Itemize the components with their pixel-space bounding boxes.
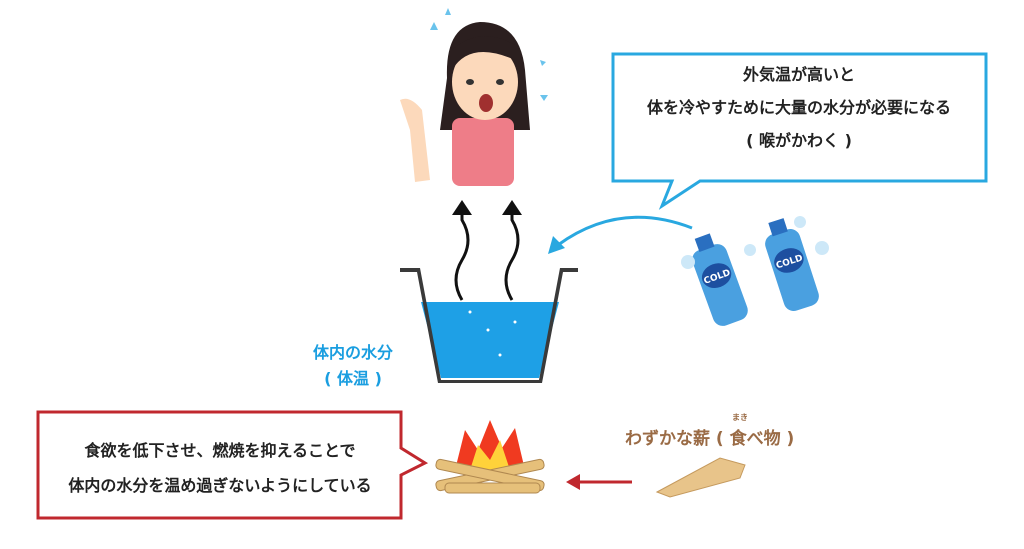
speech-top-line: ( 喉がかわく ) <box>746 131 852 150</box>
speech-bubble-top <box>611 52 988 210</box>
speech-top-text: 外気温が高いと 体を冷やすために大量の水分が必要になる ( 喉がかわく ) <box>612 58 986 157</box>
pot-illustration <box>400 268 578 383</box>
cold-bottles-illustration: COLD COLD <box>681 216 829 326</box>
speech-bottom-line: 食欲を低下させ、燃焼を抑えることで <box>84 441 356 460</box>
body-water-label-line1: 体内の水分 <box>312 343 393 362</box>
thirsty-woman-illustration <box>400 8 548 186</box>
body-water-label-line2: ( 体温 ) <box>324 369 382 388</box>
speech-bottom-text: 食欲を低下させ、燃焼を抑えることで 体内の水分を温め過ぎないようにしている <box>40 433 400 503</box>
firewood-illustration <box>655 457 746 498</box>
speech-bubble-bottom <box>36 410 429 520</box>
arrow-head-icon <box>548 236 565 254</box>
body-water-label: 体内の水分 ( 体温 ) <box>298 340 408 392</box>
campfire-illustration <box>435 420 545 494</box>
speech-bottom-line: 体内の水分を温め過ぎないようにしている <box>68 476 372 495</box>
arrow-head-icon <box>452 200 522 215</box>
fuel-label: わずかな薪 ( 食べ物 ) <box>625 429 795 449</box>
speech-top-line: 体を冷やすために大量の水分が必要になる <box>646 98 951 117</box>
cold-water-arrow <box>557 215 693 247</box>
speech-top-line: 外気温が高いと <box>742 65 855 84</box>
arrow-head-icon <box>566 474 580 490</box>
fuel-furigana: まき <box>732 413 748 422</box>
heat-rise-arrows <box>454 210 520 301</box>
